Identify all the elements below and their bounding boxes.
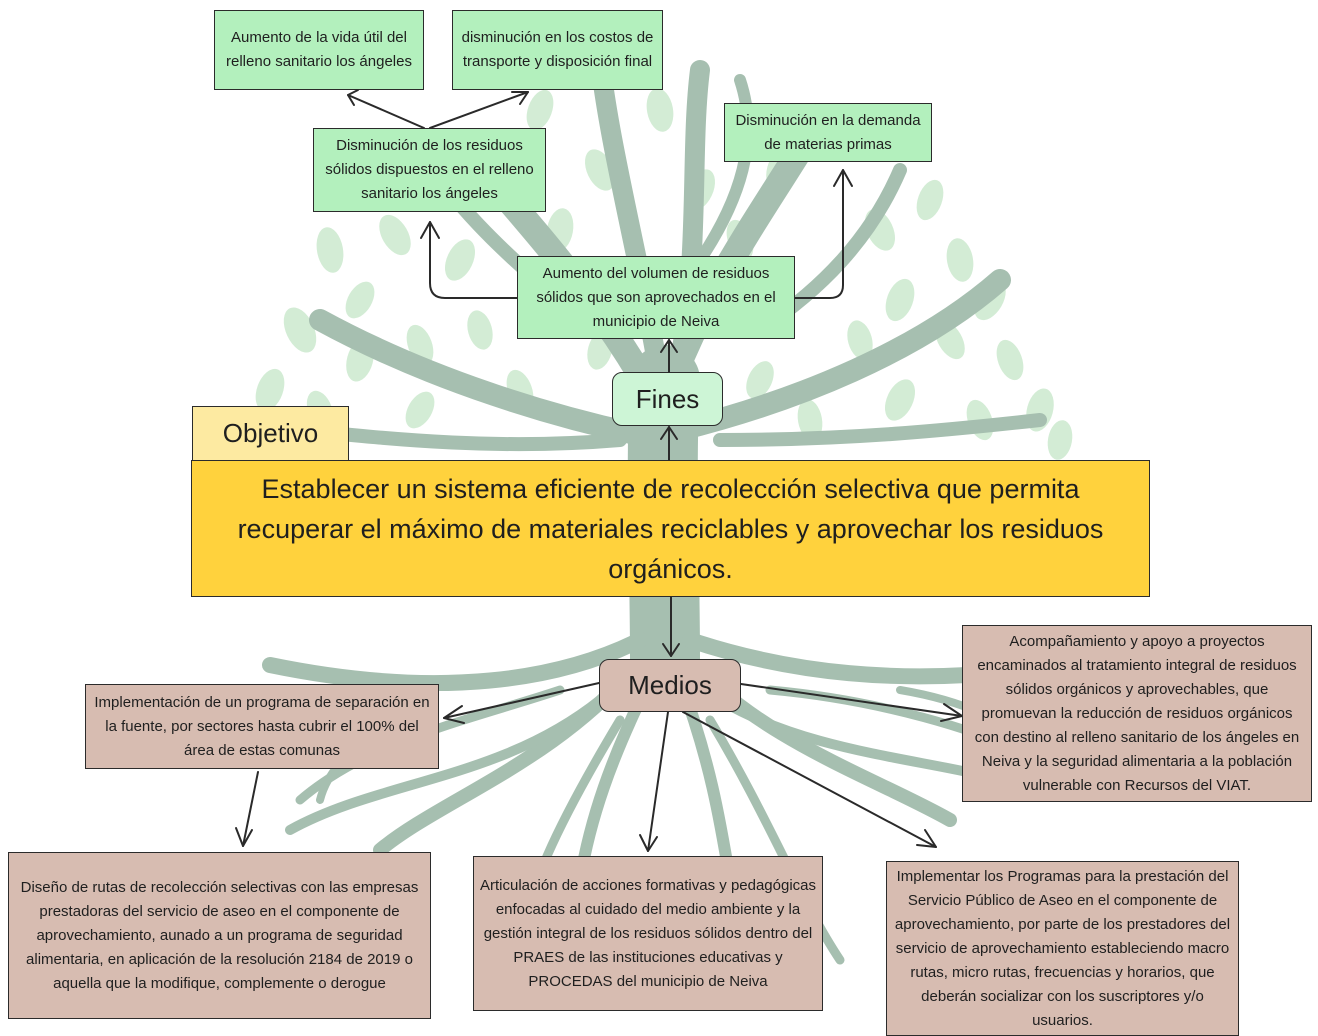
objective-box: Establecer un sistema eficiente de recol…: [191, 460, 1150, 597]
fin-transport-costs-text: disminución en los costos de transporte …: [461, 29, 654, 70]
medio-support-box: Acompañamiento y apoyo a proyectos encam…: [962, 625, 1312, 802]
fin-reduction-box: Disminución de los residuos sólidos disp…: [313, 128, 546, 212]
medio-education-box: Articulación de acciones formativas y pe…: [473, 856, 823, 1011]
medio-programs-text: Implementar los Programas para la presta…: [894, 867, 1231, 1029]
objective-text: Establecer un sistema eficiente de recol…: [237, 473, 1104, 584]
fines-label-text: Fines: [635, 383, 700, 414]
medio-support-text: Acompañamiento y apoyo a proyectos encam…: [974, 632, 1300, 794]
medio-routes-text: Diseño de rutas de recolección selectiva…: [20, 878, 419, 992]
medios-label: Medios: [599, 659, 741, 712]
medio-education-text: Articulación de acciones formativas y pe…: [480, 876, 817, 990]
fin-landfill-life-box: Aumento de la vida útil del relleno sani…: [214, 10, 424, 90]
medio-separation-text: Implementación de un programa de separac…: [94, 693, 430, 759]
medios-label-text: Medios: [628, 670, 712, 700]
fin-demand-text: Disminución en la demanda de materias pr…: [735, 111, 921, 153]
fines-label: Fines: [612, 372, 723, 426]
fin-direct-box: Aumento del volumen de residuos sólidos …: [517, 256, 795, 339]
medio-programs-box: Implementar los Programas para la presta…: [886, 861, 1239, 1036]
objective-tag-text: Objetivo: [222, 418, 319, 448]
fin-reduction-text: Disminución de los residuos sólidos disp…: [325, 137, 534, 202]
medio-routes-box: Diseño de rutas de recolección selectiva…: [8, 852, 431, 1019]
fin-demand-box: Disminución en la demanda de materias pr…: [724, 103, 932, 162]
fin-direct-text: Aumento del volumen de residuos sólidos …: [536, 264, 776, 330]
fin-landfill-life-text: Aumento de la vida útil del relleno sani…: [226, 29, 412, 70]
fin-transport-costs-box: disminución en los costos de transporte …: [452, 10, 663, 90]
medio-separation-box: Implementación de un programa de separac…: [85, 684, 439, 769]
objective-tag: Objetivo: [192, 406, 349, 461]
